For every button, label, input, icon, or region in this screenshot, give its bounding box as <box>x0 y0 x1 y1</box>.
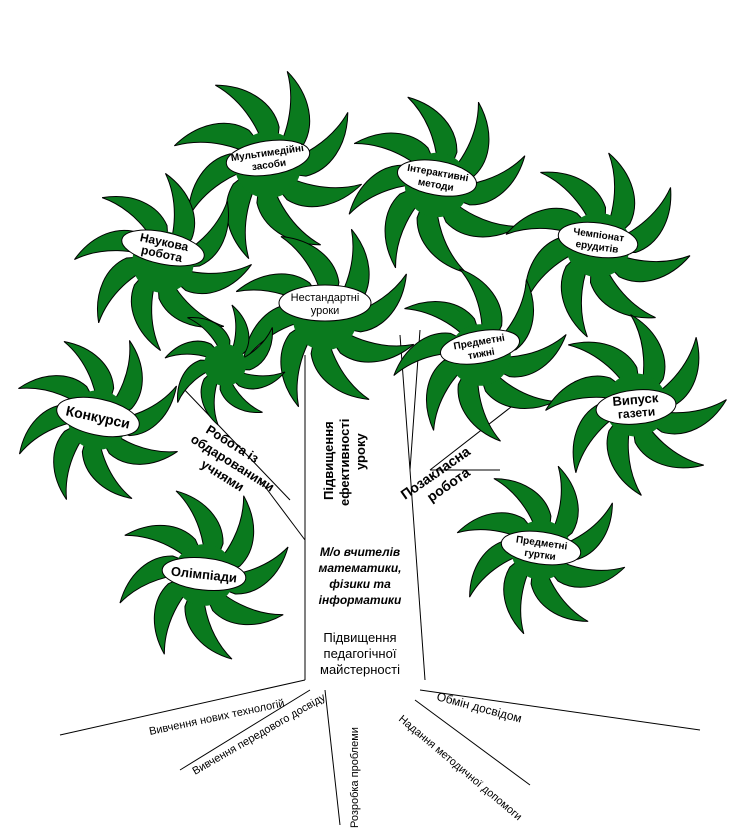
trunk-lines <box>59 329 701 826</box>
flower-small-shape <box>164 304 286 426</box>
label-mastery: Підвищення педагогічної майстерності <box>320 630 400 677</box>
flower-subject-weeks-line2: тижні <box>467 347 496 363</box>
flower-nonstandard-line1: Нестандартні <box>291 292 360 304</box>
flower-newspaper-label-bg <box>595 389 677 425</box>
label-efficiency-line3: уроку <box>353 433 368 470</box>
flower-championship: Чемпіонат ерудитів <box>557 221 639 259</box>
flower-science-label-bg <box>121 229 205 267</box>
flower-science: Наукова робота <box>121 229 205 267</box>
flower-small-shape-core <box>204 344 246 386</box>
flower-nonstandard: Нестандартні уроки <box>278 284 372 322</box>
flower-olympiads-label-bg <box>161 556 247 592</box>
flower-multimedia-line2: засоби <box>251 157 287 174</box>
label-gifted: Робота із обдарованими учнями <box>188 422 277 495</box>
center-line4: інформатики <box>319 593 402 607</box>
label-efficiency-line2: ефективності <box>337 419 352 506</box>
center-label: М/о вчителів математики, фізики та інфор… <box>318 545 402 607</box>
flower-newspaper-line1: Випуск <box>612 390 659 409</box>
flower-multimedia: Мультимедійні засоби <box>225 139 311 177</box>
root-method-help: Надання методичної допомоги <box>396 713 524 823</box>
flower-clubs-line2: гуртки <box>524 548 557 563</box>
flower-contests-label-bg <box>56 396 140 438</box>
flower-multimedia-shape <box>173 70 363 260</box>
center-line3: фізики та <box>329 577 391 591</box>
center-line2: математики, <box>318 561 401 575</box>
flower-championship-label-bg <box>557 221 639 259</box>
flower-nonstandard-label-bg <box>278 284 372 322</box>
root-problem: Розробка проблеми <box>349 727 361 828</box>
root-exchange: Обмін досвідом <box>435 689 523 725</box>
label-extracurricular: Позакласна робота <box>398 443 474 505</box>
flower-olympiads-text: Олімпіади <box>170 564 238 586</box>
flower-multimedia-label-bg <box>225 139 311 177</box>
label-mastery-line3: майстерності <box>320 662 400 677</box>
flower-subject-weeks-label-bg <box>440 329 520 365</box>
flower-clubs: Предметні гуртки <box>500 530 582 566</box>
flower-clubs-label-bg <box>500 530 582 566</box>
center-line1: М/о вчителів <box>320 545 400 559</box>
flower-interactive: Інтерактивні методи <box>396 159 478 197</box>
flower-interactive-label-bg <box>396 159 478 197</box>
label-efficiency: Підвищення ефективності уроку <box>321 419 368 506</box>
flower-newspaper: Випуск газети <box>595 389 677 425</box>
label-mastery-line1: Підвищення <box>323 630 396 645</box>
label-mastery-line2: педагогічної <box>324 646 397 661</box>
flower-contests: Конкурси <box>56 396 140 438</box>
flower-subject-weeks: Предметні тижні <box>440 329 520 365</box>
flower-newspaper-line2: газети <box>617 404 655 421</box>
flower-nonstandard-line2: уроки <box>311 305 340 317</box>
label-efficiency-line1: Підвищення <box>321 421 336 500</box>
flower-olympiads: Олімпіади <box>161 556 247 592</box>
